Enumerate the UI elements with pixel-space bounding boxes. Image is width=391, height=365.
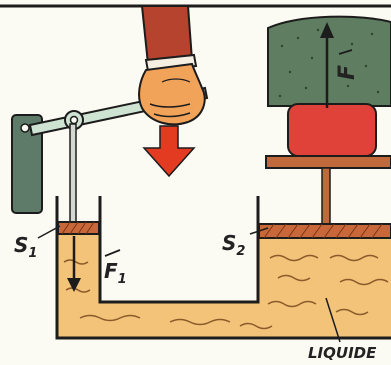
liquid-label: LIQUIDE: [308, 344, 377, 362]
red-down-arrow-icon: [144, 126, 194, 176]
red-block: [288, 104, 376, 156]
large-piston-rod: [322, 168, 330, 226]
small-piston-rod: [70, 124, 76, 226]
load-force-label: F: [335, 65, 360, 80]
hand-pushing-down-icon: [139, 6, 205, 124]
f1-label: F1: [104, 259, 127, 287]
s2-label: S2: [222, 231, 245, 259]
s1-label: S1: [14, 233, 37, 261]
press-shelf: [266, 156, 391, 168]
f1-vector-bar: [105, 250, 120, 256]
